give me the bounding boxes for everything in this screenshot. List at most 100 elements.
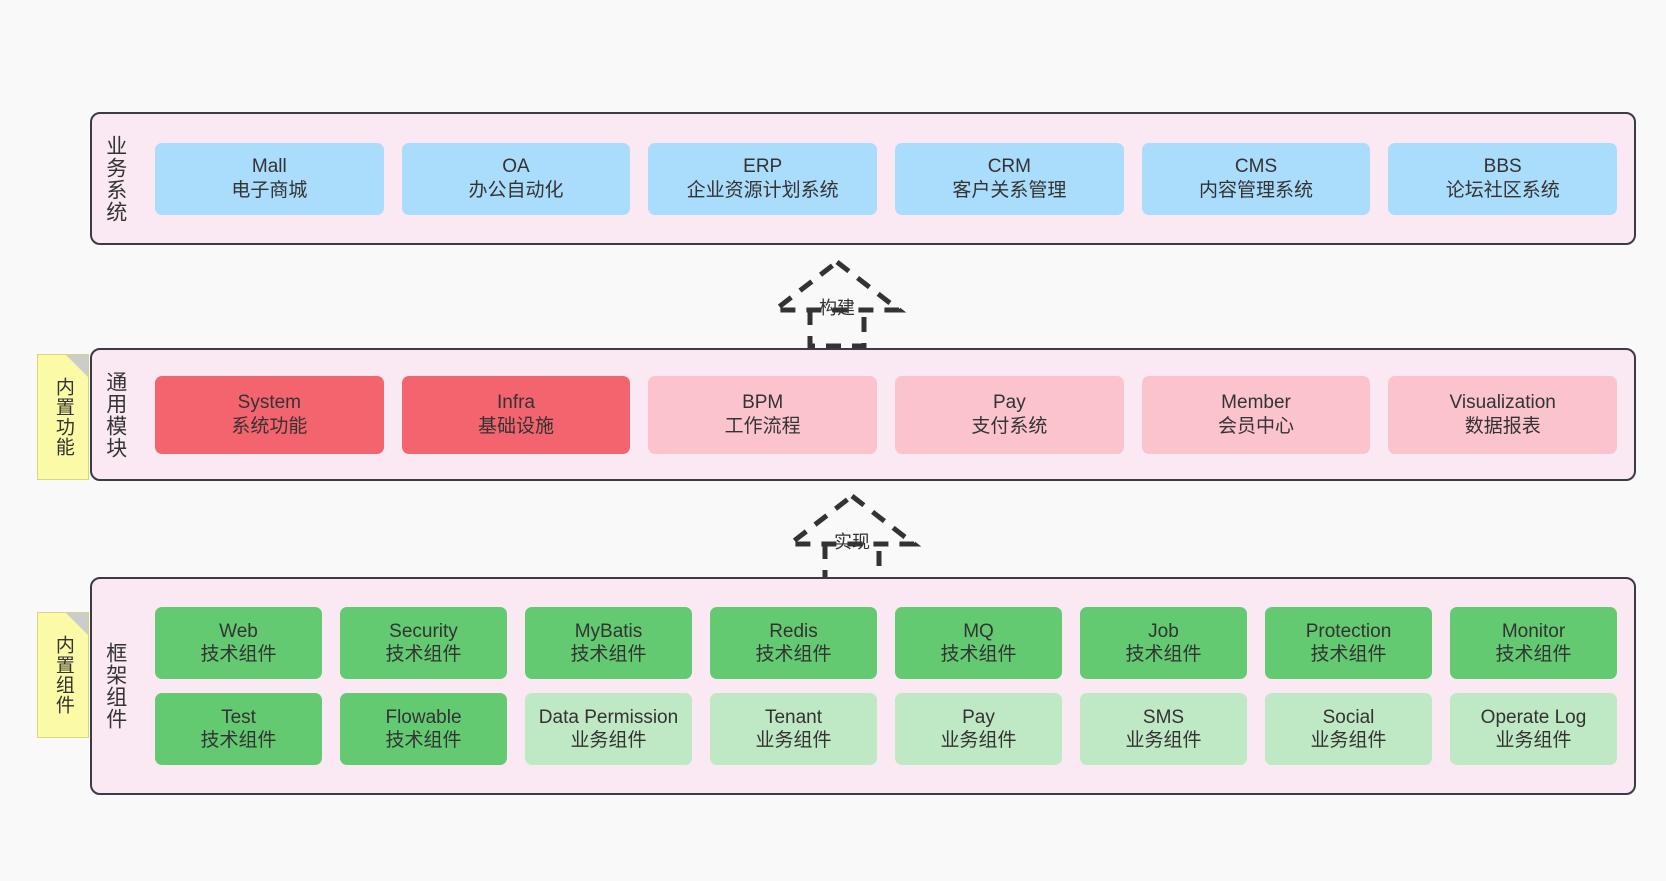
card-tenant[interactable]: Tenant 业务组件 (710, 693, 877, 765)
card-member[interactable]: Member 会员中心 (1141, 375, 1371, 454)
card-operate-log[interactable]: Operate Log 业务组件 (1450, 693, 1617, 765)
card-crm[interactable]: CRM 客户关系管理 (895, 142, 1124, 215)
card-subtitle: 系统功能 (231, 415, 308, 437)
card-subtitle: 技术组件 (570, 644, 647, 665)
connector-build-label: 构建 (819, 298, 855, 318)
card-title: Operate Log (1480, 706, 1587, 728)
layer-general-modules: 通用模块 System 系统功能 Infra 基础设施 BPM 工作流程 Pay… (90, 348, 1636, 481)
card-subtitle: 会员中心 (1218, 415, 1295, 437)
card-title: Member (1221, 392, 1291, 414)
card-oa[interactable]: OA 办公自动化 (401, 142, 631, 215)
card-subtitle: 技术组件 (385, 644, 462, 665)
card-monitor[interactable]: Monitor 技术组件 (1450, 607, 1617, 679)
card-title: BPM (742, 392, 784, 414)
card-subtitle: 电子商城 (231, 179, 308, 201)
card-title: CMS (1234, 156, 1278, 178)
card-security[interactable]: Security 技术组件 (340, 607, 507, 679)
card-subtitle: 技术组件 (385, 730, 462, 751)
card-title: Flowable (385, 706, 462, 728)
card-subtitle: 基础设施 (478, 415, 555, 437)
framework-components-card-list: Web 技术组件 Security 技术组件 MyBatis 技术组件 Redi… (138, 579, 1634, 793)
card-subtitle: 技术组件 (755, 644, 832, 665)
card-flowable[interactable]: Flowable 技术组件 (340, 693, 507, 765)
card-infra[interactable]: Infra 基础设施 (401, 375, 631, 454)
connector-shaft-icon (807, 310, 867, 349)
card-title: MQ (963, 620, 994, 642)
general-modules-card-list: System 系统功能 Infra 基础设施 BPM 工作流程 Pay 支付系统… (138, 350, 1634, 479)
card-title: System (237, 392, 302, 414)
card-subtitle: 技术组件 (200, 644, 277, 665)
card-bpm[interactable]: BPM 工作流程 (648, 375, 878, 454)
note-builtin-component: 内置组件 (37, 612, 89, 738)
card-visualization[interactable]: Visualization 数据报表 (1388, 375, 1618, 454)
layer-title-business-systems: 业务系统 (103, 134, 127, 223)
card-subtitle: 技术组件 (1125, 644, 1202, 665)
card-title: CRM (987, 156, 1031, 178)
card-data-permission[interactable]: Data Permission 业务组件 (525, 693, 692, 765)
connector-build: 构建 (762, 258, 912, 349)
card-social[interactable]: Social 业务组件 (1265, 693, 1432, 765)
card-subtitle: 办公自动化 (468, 179, 564, 201)
layer-title-framework-components: 框架组件 (103, 642, 127, 730)
framework-components-row-1: Web 技术组件 Security 技术组件 MyBatis 技术组件 Redi… (146, 607, 1626, 679)
card-title: SMS (1142, 706, 1185, 728)
card-subtitle: 内容管理系统 (1199, 179, 1314, 201)
card-subtitle: 技术组件 (940, 644, 1017, 665)
card-title: BBS (1483, 156, 1522, 178)
card-subtitle: 业务组件 (940, 730, 1017, 751)
card-title: Pay (992, 392, 1026, 414)
card-subtitle: 业务组件 (570, 730, 647, 751)
generalization-triangle-icon (782, 492, 922, 547)
card-cms[interactable]: CMS 内容管理系统 (1141, 142, 1371, 215)
card-title: Infra (496, 392, 536, 414)
card-test[interactable]: Test 技术组件 (155, 693, 322, 765)
card-job[interactable]: Job 技术组件 (1080, 607, 1247, 679)
card-bbs[interactable]: BBS 论坛社区系统 (1388, 142, 1618, 215)
card-title: Web (219, 620, 258, 642)
card-protection[interactable]: Protection 技术组件 (1265, 607, 1432, 679)
card-subtitle: 客户关系管理 (952, 179, 1067, 201)
layer-business-systems: 业务系统 Mall 电子商城 OA 办公自动化 ERP 企业资源计划系统 CRM… (90, 112, 1636, 245)
card-title: Redis (769, 620, 818, 642)
card-title: Social (1322, 706, 1375, 728)
card-pay-component[interactable]: Pay 业务组件 (895, 693, 1062, 765)
card-subtitle: 支付系统 (971, 415, 1048, 437)
card-redis[interactable]: Redis 技术组件 (710, 607, 877, 679)
card-mq[interactable]: MQ 技术组件 (895, 607, 1062, 679)
card-mybatis[interactable]: MyBatis 技术组件 (525, 607, 692, 679)
card-title: Monitor (1501, 620, 1566, 642)
card-title: MyBatis (574, 620, 643, 642)
connector-implement: 实现 (777, 492, 927, 583)
card-system[interactable]: System 系统功能 (155, 375, 384, 454)
card-subtitle: 技术组件 (1310, 644, 1387, 665)
card-title: Tenant (764, 706, 823, 728)
card-subtitle: 业务组件 (1125, 730, 1202, 751)
card-title: Data Permission (538, 706, 679, 728)
layer-framework-components: 框架组件 Web 技术组件 Security 技术组件 MyBatis 技术组件… (90, 577, 1636, 795)
card-title: Protection (1305, 620, 1392, 642)
card-title: OA (502, 156, 530, 178)
card-subtitle: 论坛社区系统 (1445, 179, 1560, 201)
card-title: Mall (251, 156, 287, 178)
card-pay-module[interactable]: Pay 支付系统 (895, 375, 1124, 454)
card-web[interactable]: Web 技术组件 (155, 607, 322, 679)
card-subtitle: 工作流程 (724, 415, 801, 437)
generalization-triangle-icon (767, 258, 907, 313)
card-mall[interactable]: Mall 电子商城 (155, 142, 384, 215)
card-sms[interactable]: SMS 业务组件 (1080, 693, 1247, 765)
card-erp[interactable]: ERP 企业资源计划系统 (648, 142, 878, 215)
card-subtitle: 数据报表 (1464, 415, 1541, 437)
card-subtitle: 技术组件 (1495, 644, 1572, 665)
note-builtin-function: 内置功能 (37, 354, 89, 480)
layer-title-general-modules: 通用模块 (103, 370, 127, 459)
card-title: Pay (962, 706, 995, 728)
framework-components-row-2: Test 技术组件 Flowable 技术组件 Data Permission … (146, 693, 1626, 765)
card-subtitle: 技术组件 (200, 730, 277, 751)
card-title: Job (1148, 620, 1179, 642)
card-subtitle: 业务组件 (755, 730, 832, 751)
card-subtitle: 企业资源计划系统 (686, 179, 839, 201)
card-subtitle: 业务组件 (1310, 730, 1387, 751)
business-systems-card-list: Mall 电子商城 OA 办公自动化 ERP 企业资源计划系统 CRM 客户关系… (138, 114, 1634, 243)
card-title: Test (221, 706, 256, 728)
